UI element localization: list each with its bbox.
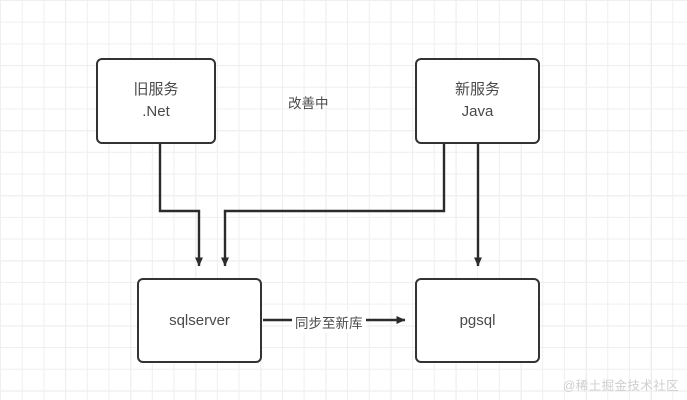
node-legacy-service-label-1: 旧服务	[133, 81, 179, 99]
node-legacy-service-label-2: .Net	[142, 103, 170, 120]
node-new-service[interactable]: 新服务 Java	[415, 58, 540, 144]
watermark: @稀土掘金技术社区	[562, 379, 679, 393]
edge-label-sync-to-new-db: 同步至新库	[292, 311, 366, 333]
edge-legacy-to-sqlserver	[158, 144, 203, 267]
node-legacy-service[interactable]: 旧服务 .Net	[96, 58, 216, 144]
node-new-service-label-2: Java	[461, 103, 494, 120]
label-migration-status: 改善中	[288, 96, 329, 111]
node-pgsql-db-label: pgsql	[459, 311, 496, 329]
edge-new-to-sqlserver	[221, 144, 446, 267]
node-new-service-label-1: 新服务	[454, 81, 500, 99]
node-sqlserver-db[interactable]: sqlserver	[137, 278, 262, 363]
node-pgsql-db[interactable]: pgsql	[415, 278, 540, 363]
node-sqlserver-db-label: sqlserver	[169, 311, 230, 329]
